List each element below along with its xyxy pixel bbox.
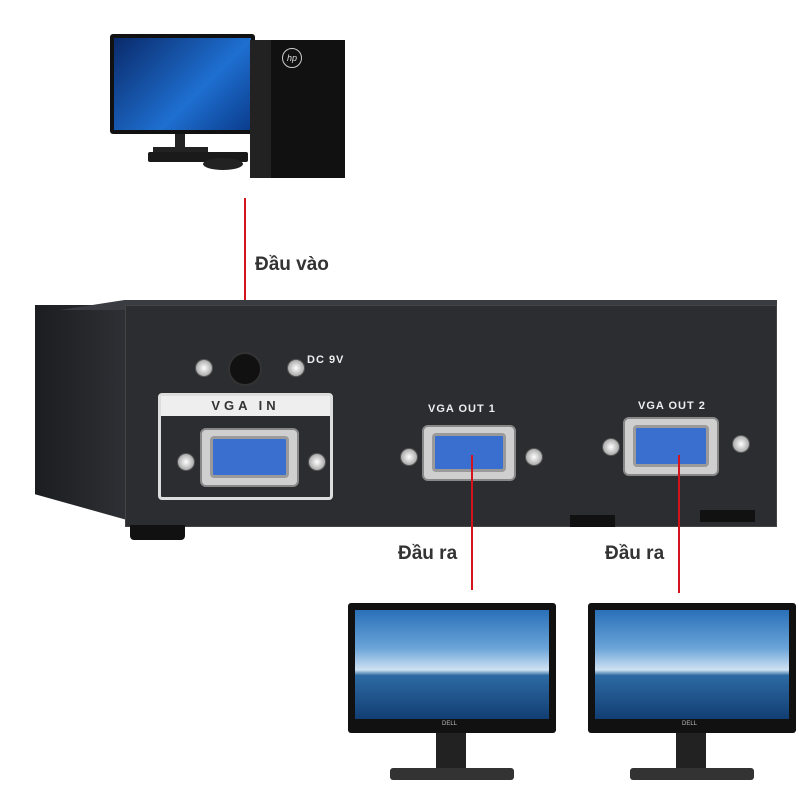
label-output1: Đầu ra [398, 543, 458, 564]
connector-line-output2 [678, 455, 680, 593]
monitor-2: DELL [588, 603, 796, 783]
connector-line-output1 [471, 455, 473, 590]
vga-out1-label: VGA OUT 1 [428, 403, 496, 415]
vga-splitter: DC 9V VGA IN VGA OUT 1 VGA OUT 2 [35, 300, 777, 545]
pc-tower: hp [250, 40, 345, 178]
dell-logo: DELL [442, 721, 458, 727]
device-side [35, 305, 127, 520]
vga-in-panel: VGA IN [158, 393, 333, 500]
keyboard [148, 152, 248, 162]
vga-out2-port [623, 417, 719, 476]
dc-label: DC 9V [307, 354, 345, 366]
monitor-1: DELL [348, 603, 556, 783]
mouse [203, 158, 243, 170]
connector-line-input [244, 198, 246, 381]
pc-monitor [110, 34, 255, 134]
device-front [125, 305, 777, 527]
label-input: Đầu vào [255, 254, 329, 275]
dell-logo: DELL [682, 721, 698, 727]
vga-out1-port [422, 425, 516, 481]
hp-logo: hp [282, 48, 302, 68]
pc-computer: hp [108, 34, 348, 184]
vga-out2-label: VGA OUT 2 [638, 400, 706, 412]
vga-in-port [200, 428, 299, 487]
label-output2: Đầu ra [605, 543, 665, 564]
power-jack [228, 352, 262, 386]
